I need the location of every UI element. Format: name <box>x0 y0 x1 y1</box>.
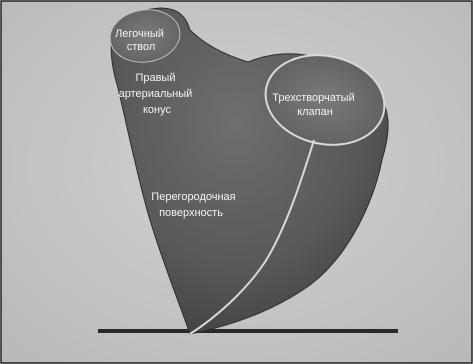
ground-line <box>98 329 398 333</box>
